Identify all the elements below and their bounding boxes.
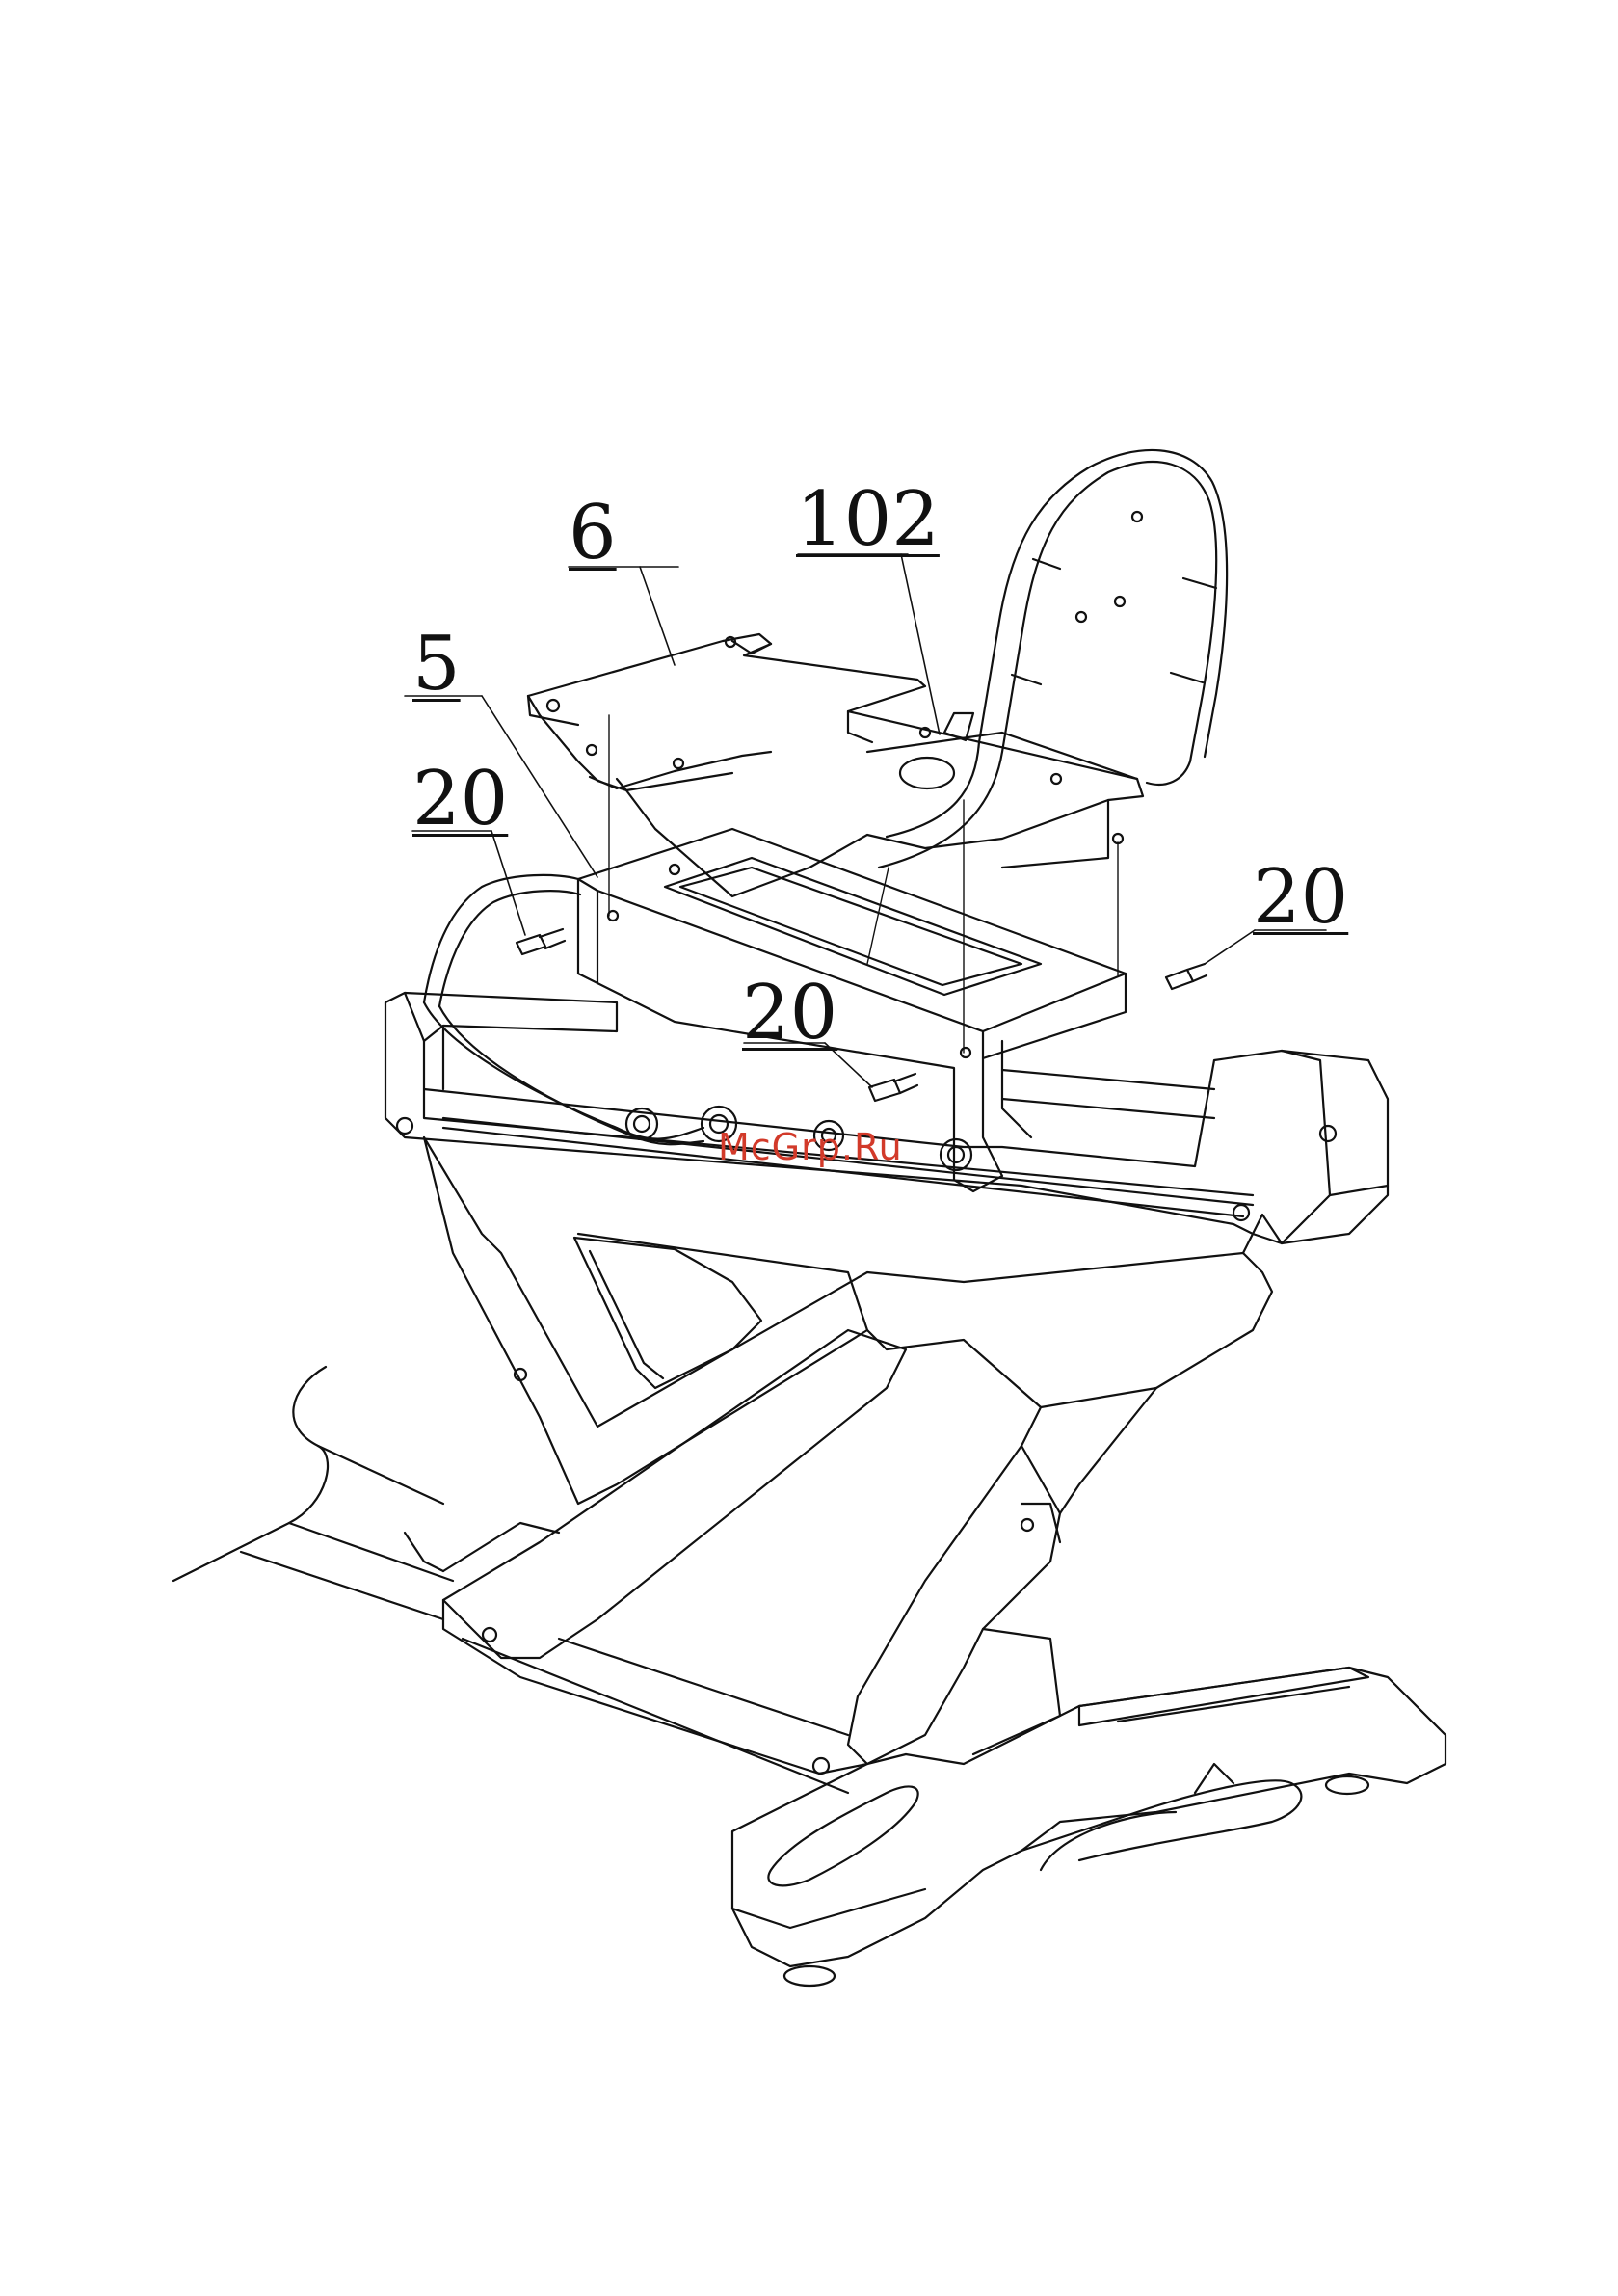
callout-part-6: 6 — [569, 495, 617, 571]
callout-part-20-center: 20 — [742, 975, 837, 1051]
handlebar-loop — [424, 875, 703, 1144]
callout-part-20-right: 20 — [1253, 860, 1348, 935]
leader-lines — [405, 554, 1326, 1087]
alignment-lines — [609, 715, 1118, 1053]
callout-part-102: 102 — [796, 482, 940, 557]
callout-part-20-left: 20 — [412, 761, 508, 837]
frame-upright — [424, 1137, 1282, 1764]
main-rail — [385, 993, 1388, 1243]
rear-base — [173, 1367, 453, 1619]
mounting-plate — [528, 634, 1143, 896]
watermark-text: McGrp.Ru — [718, 1126, 903, 1168]
front-stabilizer — [732, 1668, 1446, 1986]
lower-strut — [443, 1330, 906, 1793]
callout-part-5: 5 — [412, 627, 461, 702]
